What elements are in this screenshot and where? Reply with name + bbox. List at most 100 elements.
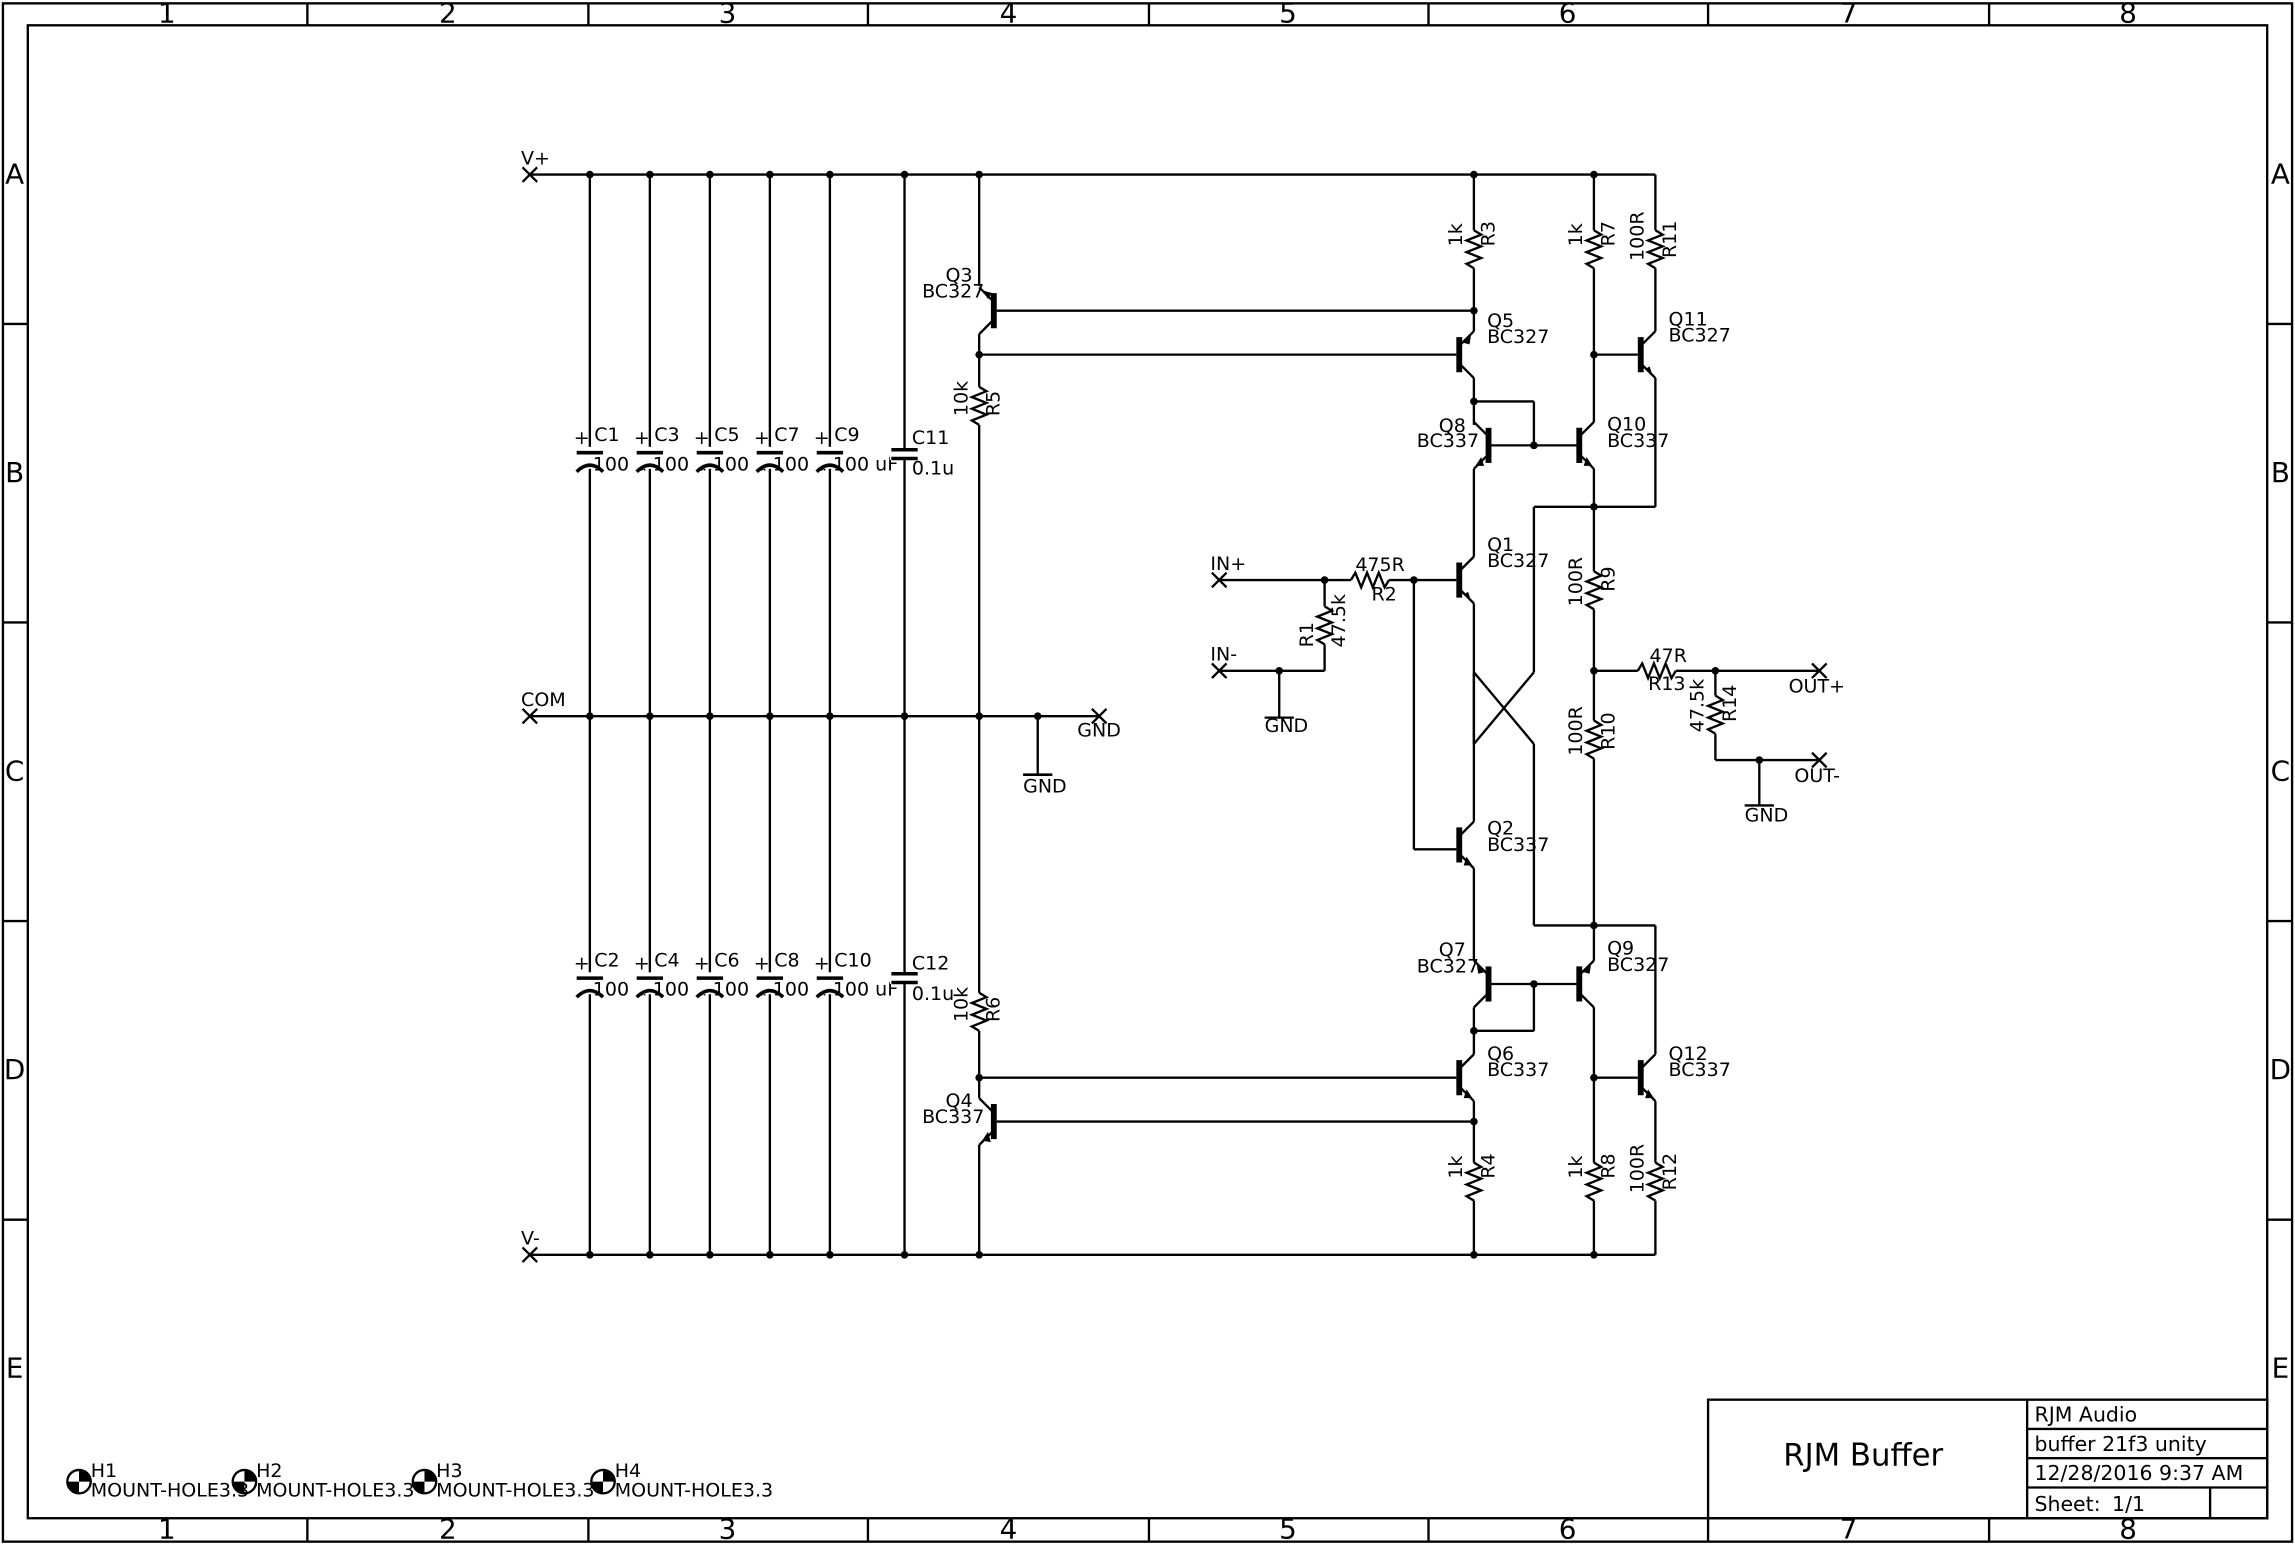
c9-ref: C9 [834,424,859,446]
q11-part: BC327 [1669,324,1731,346]
transistor-q2[interactable]: Q2 BC337 [1456,818,1549,870]
resistor-r8[interactable]: 1k R8 [1565,1153,1619,1202]
c12-value: 0.1u [912,983,954,1005]
svg-text:+: + [574,952,590,974]
transistors: Q3 BC327 Q4 BC337 Q5 BC327 Q8 [922,264,1731,1146]
gnd-symbol-label: GND [1265,715,1309,737]
r4-ref: R4 [1477,1153,1499,1178]
resistor-r2[interactable]: 475R R2 [1349,554,1405,606]
title-block-sheet-label: Sheet: [2034,1492,2100,1516]
vplus-port[interactable] [521,166,538,183]
resistor-r12[interactable]: 100R R12 [1627,1144,1681,1202]
r1-value: 47.5k [1328,594,1350,647]
zone-right-C: C [2271,755,2290,788]
r11-ref: R11 [1659,221,1681,258]
in-plus-label: IN+ [1210,553,1246,575]
r14-ref: R14 [1719,685,1741,722]
capacitor-c8[interactable]: + C8 100 uF [754,949,838,1000]
r3-ref: R3 [1477,221,1499,246]
resistor-r11[interactable]: 100R R11 [1627,211,1681,270]
svg-text:+: + [814,952,830,974]
q10-part: BC337 [1607,430,1669,452]
zone-bottom-2: 2 [439,1513,457,1545]
resistor-r3[interactable]: 1k R3 [1445,221,1499,270]
capacitor-c6[interactable]: + C6 100 uF [694,949,778,1000]
resistor-r4[interactable]: 1k R4 [1445,1153,1499,1202]
out-plus-port[interactable] [1811,662,1828,679]
c5-ref: C5 [714,424,739,446]
transistor-q12[interactable]: Q12 BC337 [1637,1043,1731,1102]
q3-part: BC327 [922,281,984,303]
q8-ref: Q8 [1439,415,1466,437]
c12-ref: C12 [912,952,949,974]
vplus-label: V+ [521,147,550,169]
mount-hole-h1[interactable]: H1 MOUNT-HOLE3.3 [66,1460,249,1501]
transistor-q10[interactable]: Q10 BC337 [1576,414,1669,470]
gnd-port[interactable] [1091,708,1108,725]
capacitor-c2[interactable]: + C2 100 uF [574,949,658,1000]
r5-ref: R5 [983,391,1005,416]
vminus-port[interactable] [521,1246,538,1263]
resistor-r9[interactable]: 100R R9 [1565,557,1619,611]
r7-value: 1k [1565,223,1587,246]
svg-text:+: + [754,427,770,449]
zone-bottom-6: 6 [1559,1513,1577,1545]
resistor-r1[interactable]: R1 47.5k [1296,594,1350,647]
ports: V+ COM V- GND IN+ IN- OUT+ OUT- [521,147,1845,1263]
c10-value: 100 uF [833,979,898,1001]
r10-ref: R10 [1597,712,1619,749]
mount-hole-h4[interactable]: H4 MOUNT-HOLE3.3 [590,1460,773,1501]
capacitor-c9[interactable]: + C9 100 uF [814,424,898,475]
out-plus-label: OUT+ [1789,676,1845,698]
zone-top-1: 1 [158,0,176,29]
q1-part: BC327 [1487,550,1549,572]
r9-ref: R9 [1597,566,1619,591]
resistor-r14[interactable]: 47.5k R14 [1687,679,1741,735]
q9-part: BC327 [1607,954,1669,976]
resistor-r6[interactable]: 10k R6 [950,987,1005,1032]
transistor-q5[interactable]: Q5 BC327 [1456,310,1549,379]
transistor-q3[interactable]: Q3 BC327 [922,264,997,335]
c10-ref: C10 [834,949,871,971]
capacitor-c11[interactable]: C11 0.1u [889,427,954,480]
gnd-symbols: GND GND GND [1023,715,1788,826]
r6-ref: R6 [983,997,1005,1022]
r7-ref: R7 [1597,221,1619,246]
resistor-r10[interactable]: 100R R10 [1565,706,1619,760]
in-plus-port[interactable] [1211,571,1228,589]
r1-ref: R1 [1296,622,1318,647]
transistor-q11[interactable]: Q11 BC327 [1637,308,1731,379]
com-port[interactable] [521,708,538,725]
resistor-r13[interactable]: 47R R13 [1636,645,1687,695]
transistor-q8[interactable]: Q8 BC337 [1417,415,1492,470]
capacitor-c12[interactable]: C12 0.1u [889,952,954,1005]
mount-hole-h2[interactable]: H2 MOUNT-HOLE3.3 [231,1460,415,1501]
capacitor-c10[interactable]: + C10 100 uF [814,949,898,1000]
h2-ref: H2 [256,1460,282,1482]
resistor-r7[interactable]: 1k R7 [1565,221,1619,270]
transistor-q1[interactable]: Q1 BC327 [1456,534,1549,605]
q6-ref: Q6 [1487,1043,1514,1065]
c11-ref: C11 [912,427,949,449]
transistor-q6[interactable]: Q6 BC337 [1456,1043,1549,1102]
resistor-r5[interactable]: 10k R5 [950,381,1005,426]
in-minus-port[interactable] [1211,662,1228,679]
c2-ref: C2 [594,949,619,971]
r10-value: 100R [1565,706,1587,756]
q11-ref: Q11 [1669,308,1708,330]
zone-left-A: A [5,157,24,190]
q5-ref: Q5 [1487,310,1514,332]
mount-hole-h3[interactable]: H3 MOUNT-HOLE3.3 [411,1460,595,1501]
transistor-q4[interactable]: Q4 BC337 [922,1090,997,1146]
c8-ref: C8 [774,949,799,971]
wires [529,173,1820,1256]
gnd-symbol-label: GND [1023,775,1067,797]
r8-ref: R8 [1597,1153,1619,1178]
transistor-q9[interactable]: Q9 BC327 [1576,938,1669,1009]
out-minus-port[interactable] [1811,751,1828,769]
transistor-q7[interactable]: Q7 BC327 [1417,939,1492,1009]
svg-text:+: + [634,952,650,974]
zone-right-A: A [2271,157,2290,190]
h1-part: MOUNT-HOLE3.3 [91,1479,249,1501]
